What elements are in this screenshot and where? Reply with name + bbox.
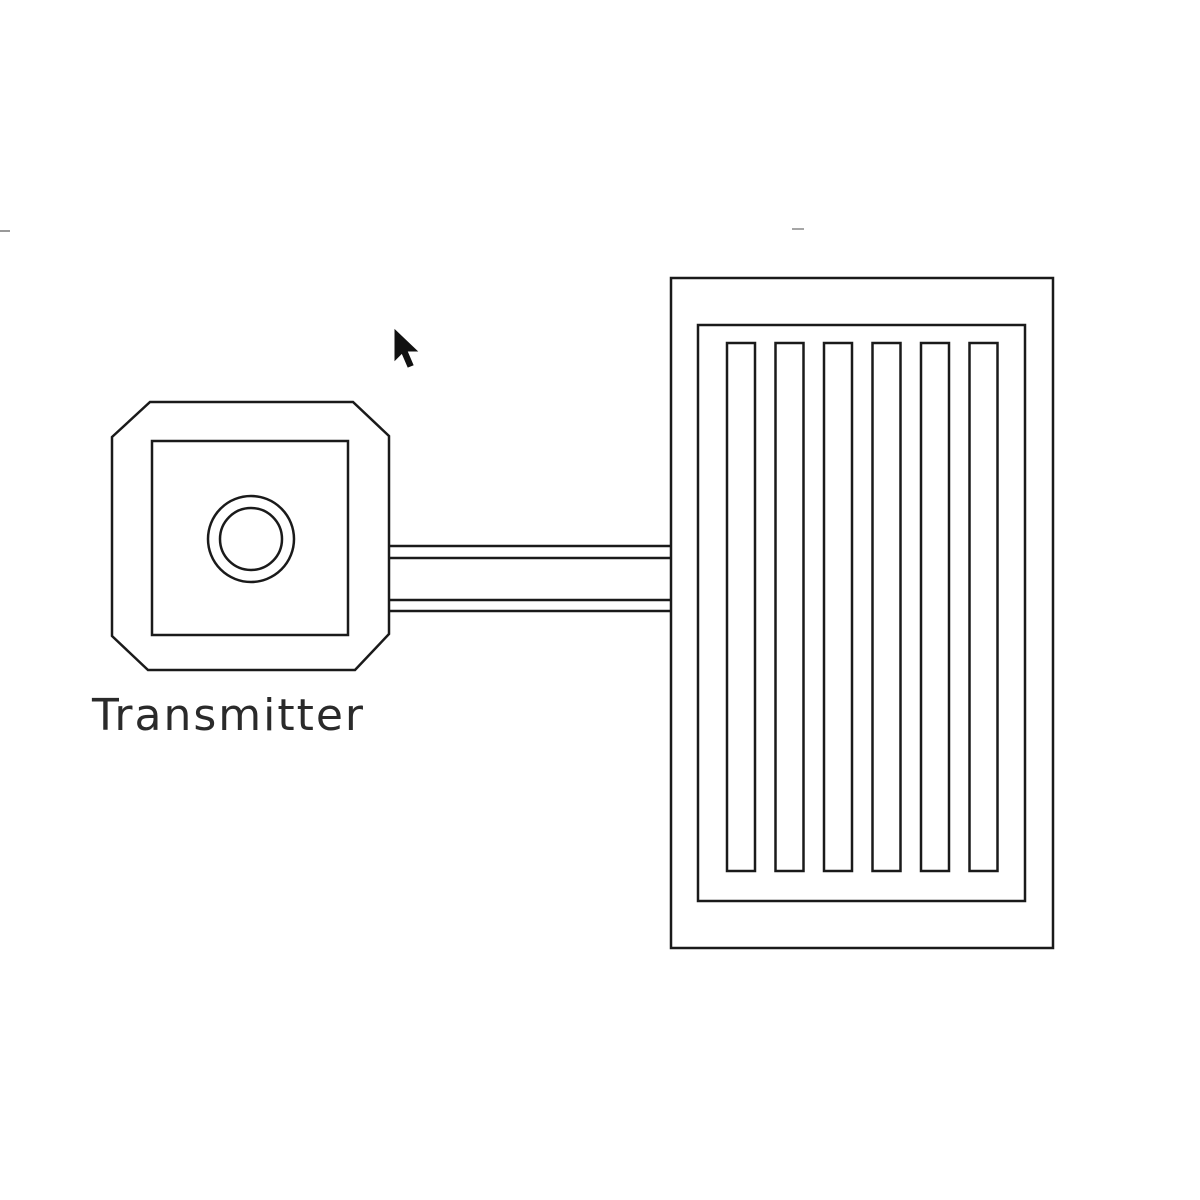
transmitter-unit xyxy=(110,400,391,672)
receiver-panel xyxy=(669,276,1055,950)
connector-cable xyxy=(389,544,671,613)
panel-slot xyxy=(871,341,902,873)
panel-slot xyxy=(725,341,757,873)
panel-outer-frame xyxy=(669,276,1055,950)
panel-slot xyxy=(919,341,951,873)
transmitter-lens-inner xyxy=(218,506,284,572)
arrow-cursor-icon xyxy=(394,328,419,368)
panel-slot xyxy=(774,341,805,873)
panel-slot xyxy=(822,341,854,873)
transmitter-label: Transmitter xyxy=(92,690,366,741)
transmitter-body xyxy=(110,400,391,672)
panel-inner-frame xyxy=(696,323,1027,903)
transmitter-lens-outer xyxy=(206,494,296,584)
transmitter-inner-square xyxy=(150,439,350,637)
panel-slot xyxy=(968,341,999,873)
panel-slots xyxy=(725,341,999,873)
